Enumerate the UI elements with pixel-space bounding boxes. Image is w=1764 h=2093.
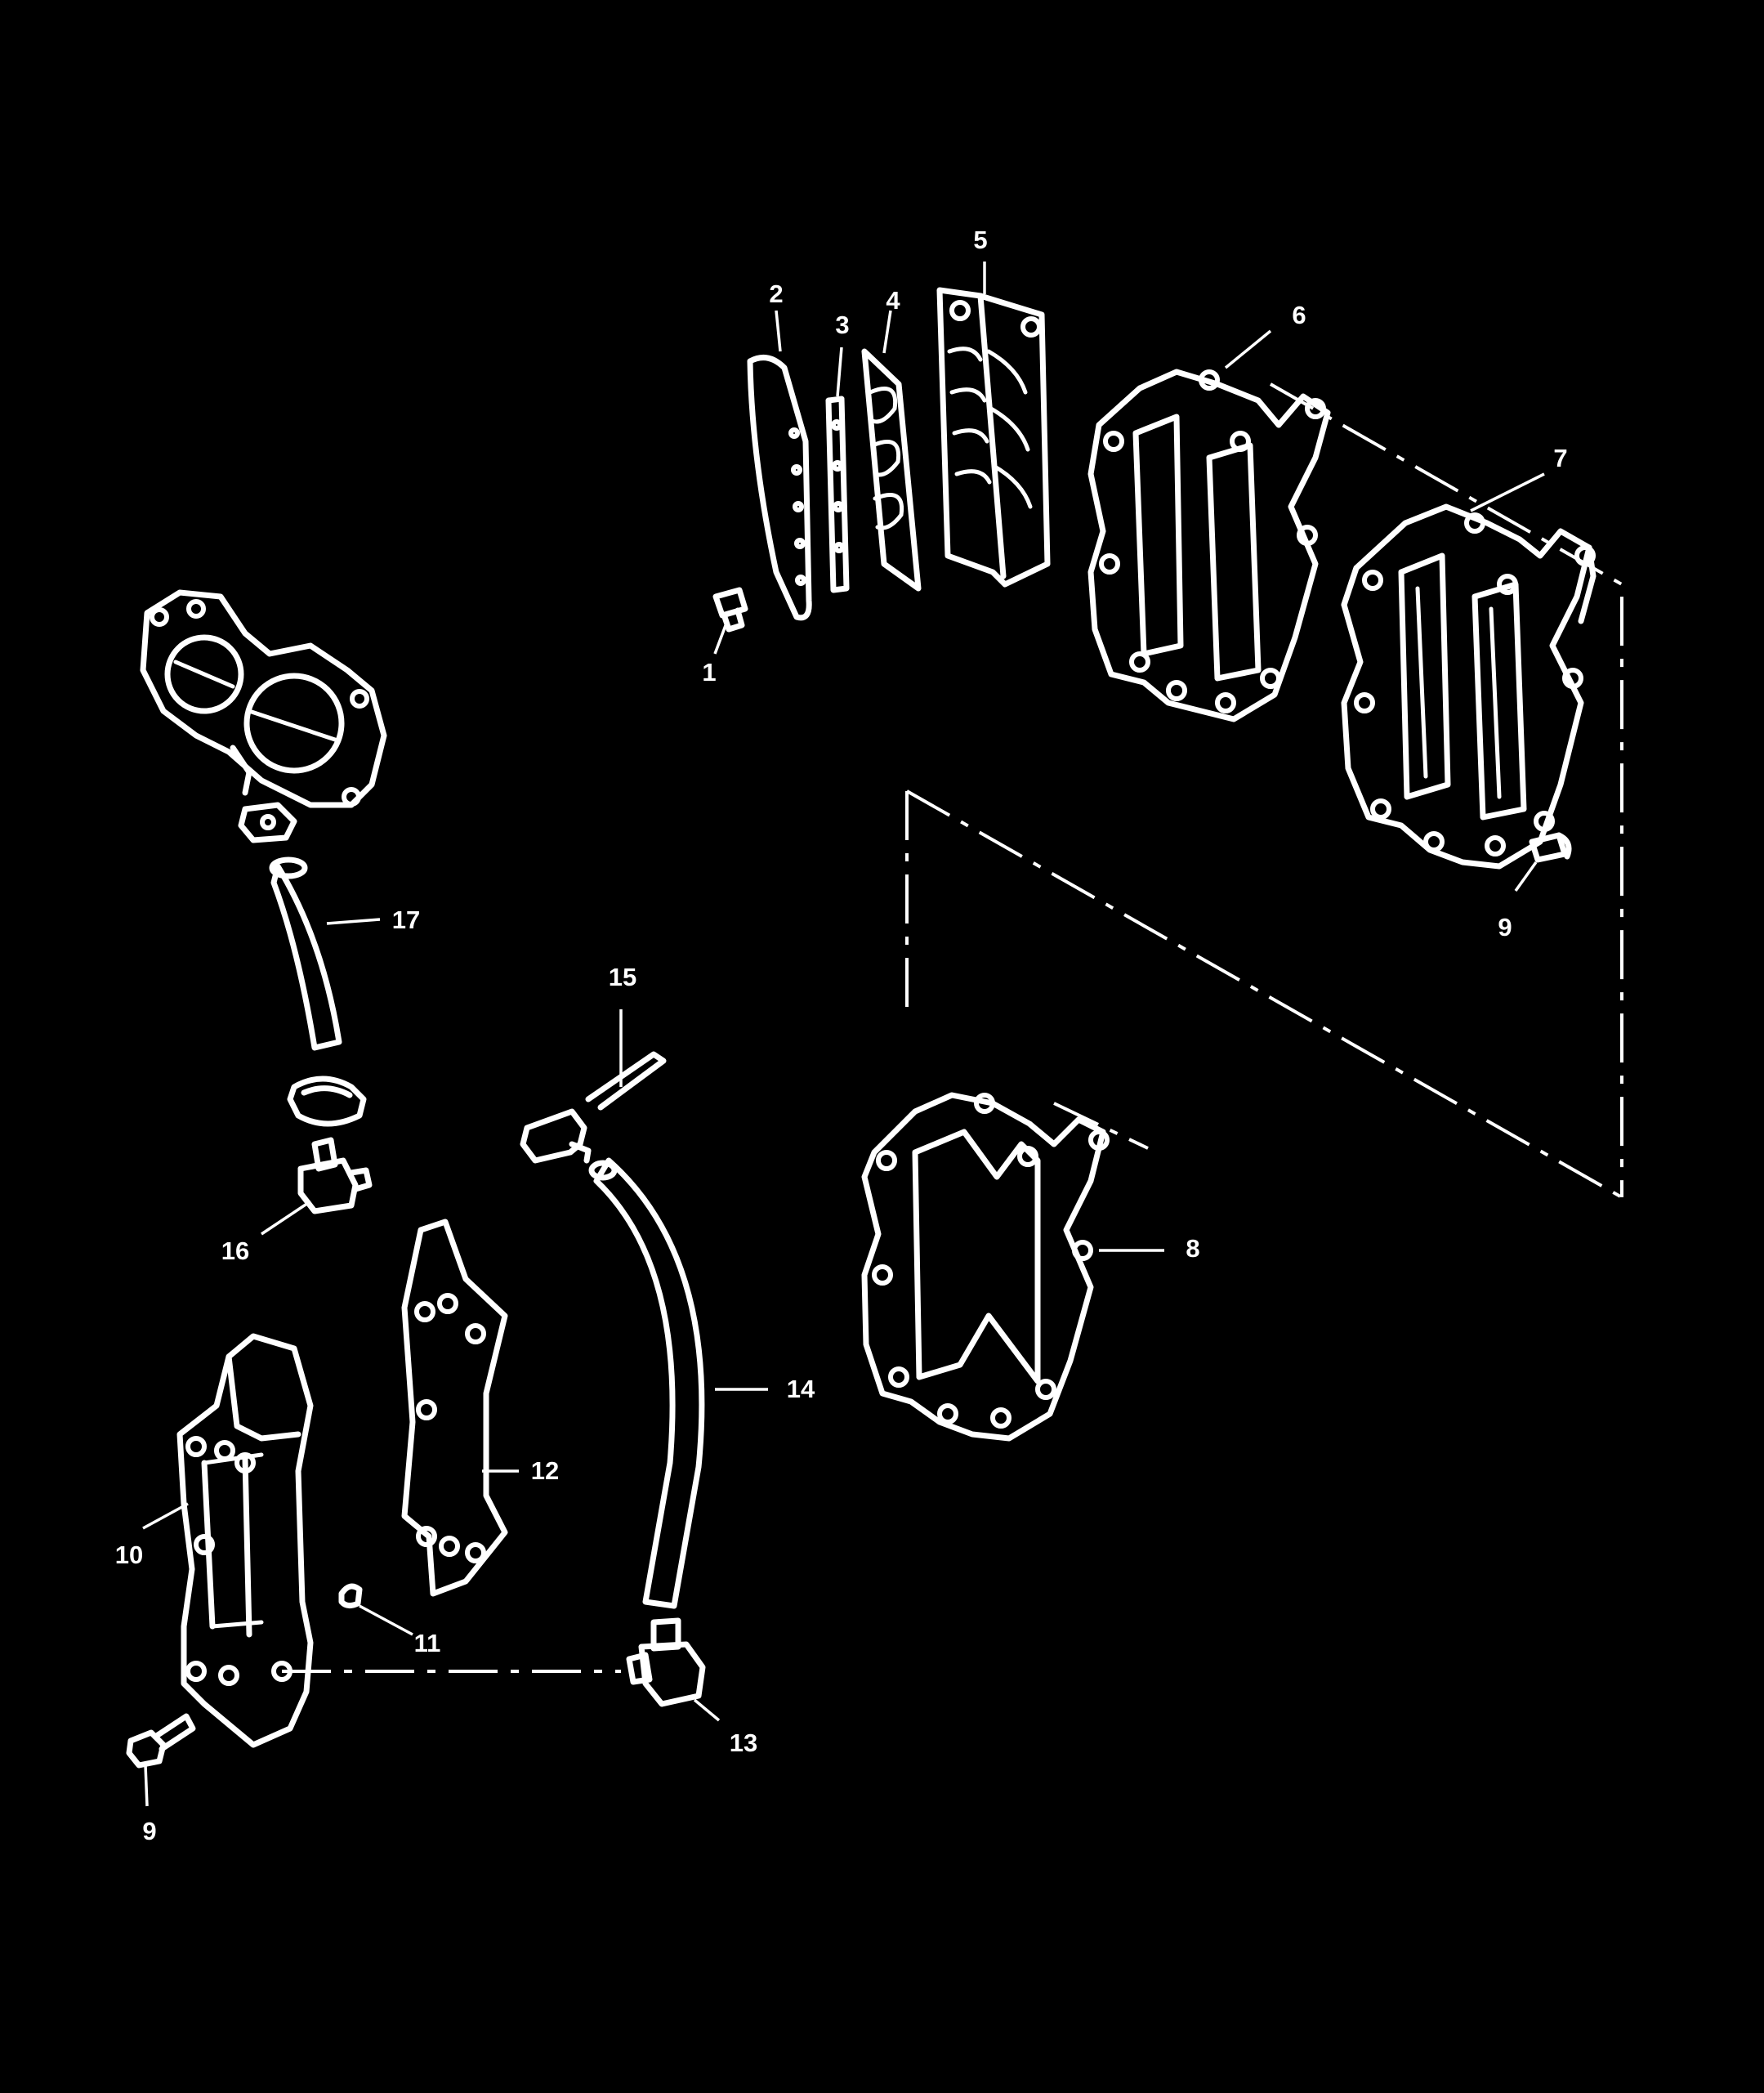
part-6-gasket bbox=[1087, 369, 1331, 722]
part-8-gasket bbox=[861, 1092, 1110, 1442]
fitting-small bbox=[238, 802, 297, 843]
callout-6: 6 bbox=[1292, 301, 1306, 329]
throttle-body bbox=[140, 589, 387, 808]
part-5-reed-block bbox=[936, 287, 1051, 588]
callout-9-right: 9 bbox=[1498, 913, 1512, 941]
callout-13: 13 bbox=[730, 1729, 757, 1757]
part-10-bracket bbox=[176, 1333, 314, 1748]
part-11-tab bbox=[338, 1583, 363, 1609]
callout-10: 10 bbox=[115, 1541, 143, 1569]
callout-16: 16 bbox=[221, 1237, 249, 1265]
callout-15: 15 bbox=[609, 963, 636, 991]
part-3-strip bbox=[825, 396, 850, 593]
callout-12: 12 bbox=[531, 1456, 559, 1485]
part-1-screw bbox=[712, 587, 748, 633]
callout-5: 5 bbox=[973, 226, 987, 254]
part-4-reed-petals bbox=[861, 348, 922, 592]
part-7-reed-plate bbox=[1341, 503, 1597, 870]
assembly-lines bbox=[282, 382, 1623, 1673]
callout-14: 14 bbox=[787, 1375, 815, 1403]
callout-8: 8 bbox=[1186, 1234, 1199, 1263]
callout-labels: 1 2 3 4 5 6 7 8 9 9 10 11 12 13 14 15 16… bbox=[115, 226, 1568, 1845]
leader-lines bbox=[142, 262, 1545, 1807]
callout-1: 1 bbox=[702, 658, 716, 686]
callout-2: 2 bbox=[769, 280, 783, 308]
callout-4: 4 bbox=[886, 286, 900, 315]
part-14-hose bbox=[588, 1157, 705, 1609]
callout-7: 7 bbox=[1553, 444, 1567, 472]
callout-3: 3 bbox=[835, 311, 849, 339]
part-9-bolt-left bbox=[126, 1713, 196, 1769]
part-16-fitting bbox=[297, 1137, 373, 1214]
part-17-hose bbox=[269, 856, 342, 1051]
part-2-reed-stop bbox=[747, 355, 812, 621]
callout-11: 11 bbox=[414, 1629, 441, 1657]
hose-clamp bbox=[287, 1076, 367, 1127]
callout-9-left: 9 bbox=[142, 1817, 156, 1845]
part-13-fitting bbox=[626, 1617, 706, 1707]
callout-17: 17 bbox=[392, 906, 420, 934]
part-9-screw-right bbox=[1529, 832, 1572, 863]
part-15-tube bbox=[520, 1051, 667, 1164]
part-12-plate bbox=[401, 1219, 508, 1597]
